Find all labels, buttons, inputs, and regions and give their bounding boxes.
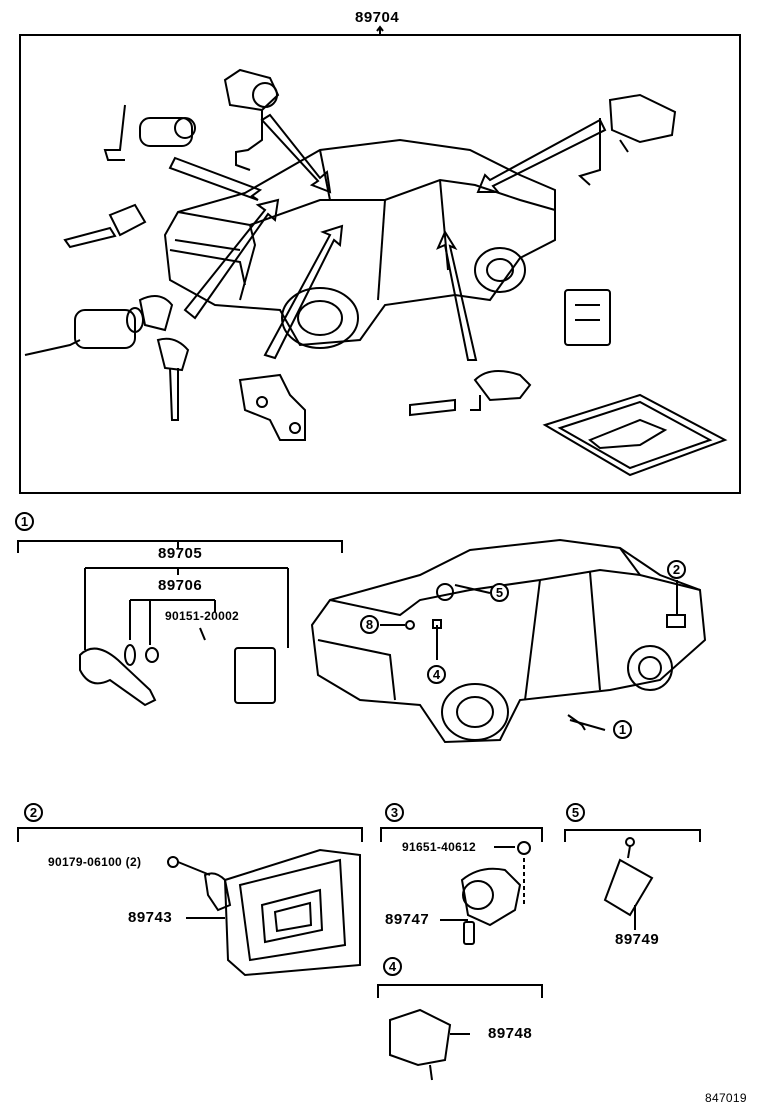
callout-5: 5	[490, 583, 509, 602]
middle-car-outline	[310, 538, 707, 744]
top-car-outline	[163, 138, 556, 349]
section-4-marker: 4	[383, 957, 402, 976]
sensor-part-number: 89748	[488, 1025, 533, 1042]
assembly-part-number: 89704	[355, 9, 400, 26]
nut-part-number: 91651-40612	[402, 840, 477, 854]
computer-part-number: 89743	[128, 909, 173, 926]
callout-8: 8	[360, 615, 379, 634]
section-3-marker: 3	[385, 803, 404, 822]
callout-4: 4	[427, 665, 446, 684]
bolt-part-number: 90151-20002	[165, 609, 240, 623]
section-5-marker: 5	[566, 803, 585, 822]
tag-part-number: 89749	[615, 931, 660, 948]
key-subset-part-number: 89706	[158, 577, 203, 594]
callout-2: 2	[667, 560, 686, 579]
switch-part-number: 89747	[385, 911, 430, 928]
callout-1: 1	[613, 720, 632, 739]
section-1-marker: 1	[15, 512, 34, 531]
section-2-marker: 2	[24, 803, 43, 822]
drawing-number: 847019	[705, 1091, 747, 1105]
key-set-part-number: 89705	[158, 545, 203, 562]
screw-part-number: 90179-06100 (2)	[48, 855, 142, 869]
